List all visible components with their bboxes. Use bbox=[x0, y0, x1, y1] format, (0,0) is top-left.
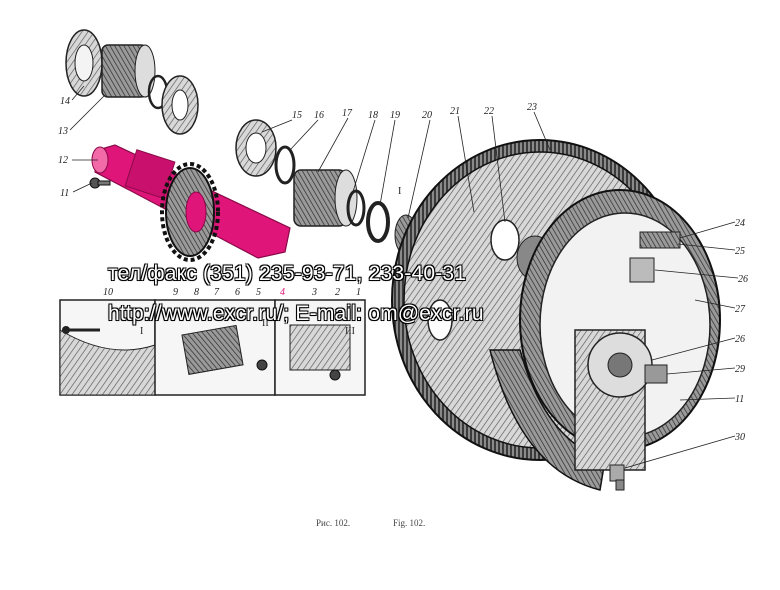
roman-label-2: II bbox=[262, 318, 269, 329]
label-30: 30 bbox=[734, 432, 745, 443]
roman-label-3: III bbox=[345, 326, 355, 337]
label-21: 21 bbox=[450, 106, 460, 117]
label-22: 22 bbox=[484, 106, 494, 117]
part-19-ring bbox=[366, 201, 390, 243]
label-1: 1 bbox=[356, 287, 361, 298]
label-16: 16 bbox=[314, 110, 324, 121]
label-26-lower: 26 bbox=[735, 334, 745, 345]
pinion-gear bbox=[160, 162, 220, 262]
leader-lines bbox=[69, 85, 739, 469]
label-3: 3 bbox=[311, 287, 317, 298]
block-26 bbox=[629, 257, 655, 283]
label-27: 27 bbox=[735, 304, 746, 315]
part-number-labels: 14 13 12 11 15 16 17 18 19 20 21 22 23 2… bbox=[58, 96, 748, 443]
label-4-highlighted: 4 bbox=[280, 287, 285, 298]
label-6: 6 bbox=[235, 287, 240, 298]
label-12: 12 bbox=[58, 155, 68, 166]
label-5: 5 bbox=[256, 287, 261, 298]
part-18-ring bbox=[346, 189, 366, 227]
bolt-30 bbox=[609, 464, 625, 491]
label-25: 25 bbox=[735, 246, 745, 257]
label-2: 2 bbox=[335, 287, 340, 298]
label-13: 13 bbox=[58, 126, 68, 137]
roman-label-1-main: I bbox=[398, 186, 401, 197]
caption-ru: Рис. 102. bbox=[316, 518, 351, 528]
caption-en: Fig. 102. bbox=[393, 518, 426, 528]
label-11: 11 bbox=[60, 188, 69, 199]
label-10: 10 bbox=[103, 287, 113, 298]
bearing-assembly-13-14 bbox=[65, 29, 199, 135]
label-14: 14 bbox=[60, 96, 70, 107]
bearing-assembly-15-20 bbox=[235, 119, 418, 256]
label-17: 17 bbox=[342, 108, 353, 119]
label-20: 20 bbox=[422, 110, 432, 121]
spring-25 bbox=[639, 231, 681, 249]
label-15: 15 bbox=[292, 110, 302, 121]
part-16-ring bbox=[274, 145, 296, 185]
label-29: 29 bbox=[735, 364, 745, 375]
label-19: 19 bbox=[390, 110, 400, 121]
brake-drum bbox=[489, 189, 721, 491]
roman-label-1: I bbox=[140, 326, 143, 337]
watermark-web: http://www.excr.ru/; E-mail: om@excr.ru bbox=[108, 302, 484, 325]
label-26-upper: 26 bbox=[738, 274, 748, 285]
detail-views bbox=[59, 299, 366, 396]
label-18: 18 bbox=[368, 110, 378, 121]
label-23: 23 bbox=[527, 102, 537, 113]
bolt-11 bbox=[89, 177, 111, 189]
label-9: 9 bbox=[173, 287, 178, 298]
watermark-phone: тел/факс (351) 235-93-71, 233-40-31 bbox=[108, 262, 467, 285]
label-8: 8 bbox=[194, 287, 199, 298]
label-24: 24 bbox=[735, 218, 745, 229]
label-7: 7 bbox=[214, 287, 220, 298]
label-11-right: 11 bbox=[735, 394, 744, 405]
cylinder-29 bbox=[644, 364, 668, 384]
